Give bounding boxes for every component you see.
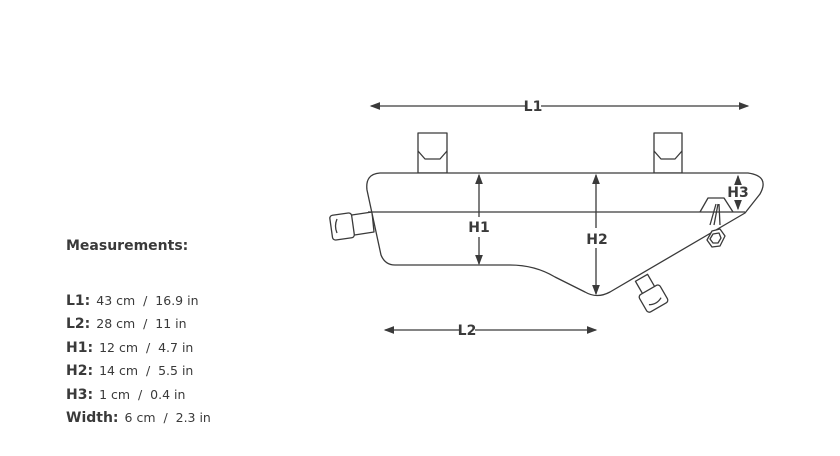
left-buckle xyxy=(329,211,375,241)
measurement-value: 6 cm / 2.3 in xyxy=(124,410,211,426)
measurement-row: L1: 43 cm / 16.9 in xyxy=(66,290,211,313)
measurement-key: L1: xyxy=(66,293,91,309)
measurement-row: L2: 28 cm / 11 in xyxy=(66,313,211,336)
l2-label: L2 xyxy=(458,323,477,339)
h3-label: H3 xyxy=(727,185,748,201)
l1-label: L1 xyxy=(524,99,543,115)
measurements-list: L1: 43 cm / 16.9 in L2: 28 cm / 11 in H1: 1… xyxy=(66,290,211,430)
measurement-row: H3: 1 cm / 0.4 in xyxy=(66,384,211,407)
measurement-key: L2: xyxy=(66,316,91,333)
h2-label: H2 xyxy=(586,232,607,248)
measurement-key: H3: xyxy=(66,386,94,403)
measurements-title: Measurements: xyxy=(66,238,189,254)
zipper-pull-icon xyxy=(706,203,726,248)
measurement-key: Width: xyxy=(66,410,119,427)
h1-label: H1 xyxy=(468,220,489,236)
measurement-key: H1: xyxy=(66,339,94,356)
measurement-value: 1 cm / 0.4 in xyxy=(99,386,186,402)
measurement-row: H1: 12 cm / 4.7 in xyxy=(66,337,211,360)
measurement-value: 28 cm / 11 in xyxy=(96,316,187,332)
bottom-buckle xyxy=(634,273,669,313)
top-strap-right xyxy=(653,132,683,174)
measurement-row: Width: 6 cm / 2.3 in xyxy=(66,407,211,430)
measurement-key: H2: xyxy=(66,363,94,380)
top-strap-left xyxy=(417,132,448,174)
measurement-value: 14 cm / 5.5 in xyxy=(99,363,194,379)
measurement-value: 12 cm / 4.7 in xyxy=(99,339,194,355)
measurement-row: H2: 14 cm / 5.5 in xyxy=(66,360,211,383)
zipper-garage xyxy=(699,197,734,213)
measurement-value: 43 cm / 16.9 in xyxy=(96,293,199,308)
bag-outline xyxy=(366,172,764,297)
